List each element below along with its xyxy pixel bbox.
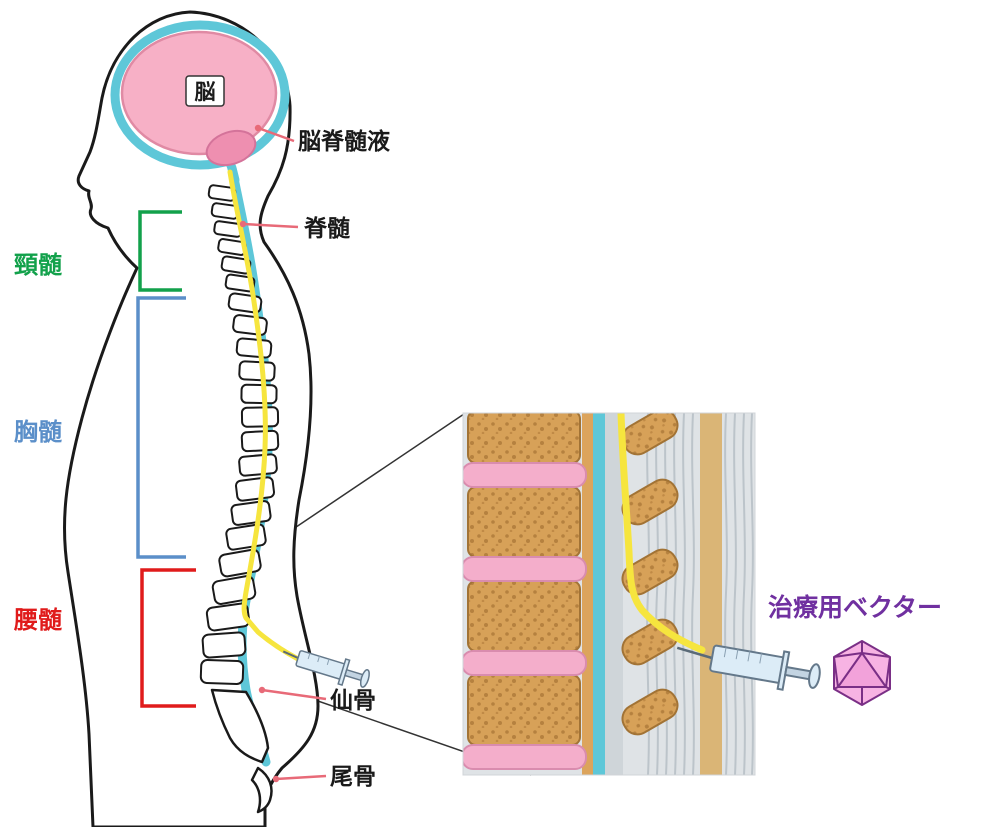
brain-label: 脳 bbox=[195, 81, 216, 104]
inset-catheter-line bbox=[617, 413, 706, 654]
pointer-lines bbox=[242, 126, 327, 781]
inset-panel bbox=[462, 412, 756, 776]
cerebellum-shape bbox=[205, 129, 257, 167]
ligament-band bbox=[700, 413, 722, 775]
thoracic-bracket bbox=[136, 296, 186, 559]
syringe-icon-large bbox=[676, 644, 821, 691]
vertebra bbox=[240, 406, 280, 428]
lumbar-bracket bbox=[140, 568, 196, 708]
body-outline bbox=[62, 10, 320, 827]
vertebra bbox=[234, 476, 276, 502]
vertebra bbox=[240, 429, 280, 453]
canal-csf-band bbox=[593, 413, 605, 775]
vertebra bbox=[199, 658, 245, 686]
canal-dura bbox=[605, 413, 623, 775]
vertebra bbox=[201, 631, 247, 659]
vertebra bbox=[235, 337, 273, 359]
catheter-line bbox=[227, 169, 301, 662]
syringe-icon bbox=[282, 650, 370, 688]
icosahedron-virus-icon bbox=[833, 640, 891, 706]
thoracic-cord-label: 胸髄 bbox=[14, 419, 62, 446]
spinal-cord-label: 脊髄 bbox=[303, 215, 350, 241]
canal-ligament bbox=[582, 413, 593, 775]
vertebra bbox=[232, 314, 268, 336]
coccyx-label: 尾骨 bbox=[330, 763, 376, 789]
vertebra bbox=[238, 453, 278, 477]
sacrum-shape bbox=[210, 688, 270, 764]
inset-discs bbox=[463, 462, 587, 770]
vertebra bbox=[238, 360, 276, 382]
lumbar-cord-label: 腰髄 bbox=[13, 607, 62, 634]
brain-label-box bbox=[185, 75, 225, 107]
vertebra bbox=[225, 523, 267, 551]
coccyx-shape bbox=[250, 766, 273, 814]
csf-label: 脳脊髄液 bbox=[298, 128, 390, 154]
therapeutic-vector-label: 治療用ベクター bbox=[768, 593, 942, 622]
vertebra bbox=[230, 500, 272, 526]
cervical-bracket bbox=[138, 210, 182, 292]
sacrum-label: 仙骨 bbox=[330, 687, 376, 713]
vertebra bbox=[240, 383, 278, 405]
pointer-dots bbox=[239, 124, 280, 783]
inset-border bbox=[462, 412, 756, 776]
spinous-processes bbox=[621, 413, 679, 736]
vertebral-column bbox=[199, 184, 280, 686]
vertebra bbox=[205, 602, 251, 632]
cervical-cord-label: 頸髄 bbox=[14, 252, 62, 279]
